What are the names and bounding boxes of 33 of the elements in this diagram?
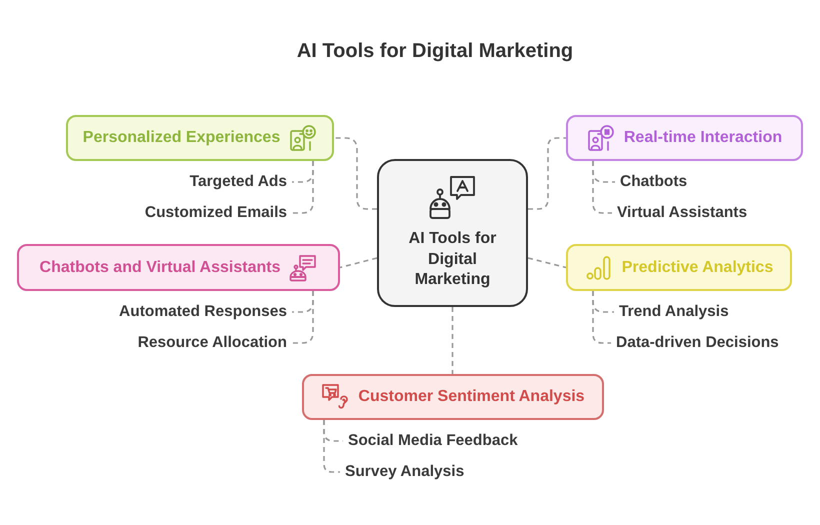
category-title: Customer Sentiment Analysis xyxy=(358,387,585,407)
connector-line xyxy=(334,137,377,210)
central-title: AI Tools for Digital Marketing xyxy=(408,229,498,290)
category-title: Predictive Analytics xyxy=(622,258,774,278)
diagram-title: AI Tools for Digital Marketing xyxy=(296,40,574,63)
category-box xyxy=(66,115,334,161)
category-title: Personalized Experiences xyxy=(82,128,280,148)
connector-line xyxy=(292,291,314,344)
subtopic-text: Chatbots xyxy=(615,172,692,192)
subtopic-text: Customized Emails xyxy=(140,203,292,223)
connector-line xyxy=(592,291,611,344)
subtopic-text: Resource Allocation xyxy=(132,333,292,353)
category-box xyxy=(566,244,792,291)
subtopic-text: Virtual Assistants xyxy=(612,203,752,223)
subtopic-text: Targeted Ads xyxy=(184,172,292,192)
connector-line xyxy=(323,420,340,473)
category-title: Chatbots and Virtual Assistants xyxy=(40,258,280,278)
subtopic-text: Trend Analysis xyxy=(614,302,734,322)
subtopic-text: Automated Responses xyxy=(114,302,292,322)
category-box xyxy=(302,374,604,420)
connector-line xyxy=(528,137,566,210)
connector-line xyxy=(340,257,378,268)
connector-line xyxy=(528,257,566,268)
category-title: Real-time Interaction xyxy=(624,128,782,148)
subtopic-text: Social Media Feedback xyxy=(343,431,523,451)
connector-line xyxy=(452,307,454,374)
category-box xyxy=(566,115,803,161)
connector-line xyxy=(592,161,612,214)
central-box xyxy=(377,159,528,307)
category-box xyxy=(17,244,340,291)
connector-line xyxy=(292,161,314,214)
subtopic-text: Data-driven Decisions xyxy=(611,333,784,353)
subtopic-text: Survey Analysis xyxy=(340,462,470,482)
